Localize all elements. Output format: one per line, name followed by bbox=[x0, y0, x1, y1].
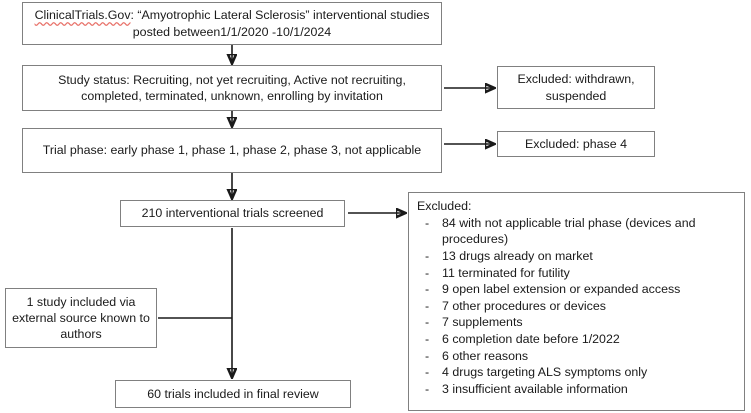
list-item: 7 supplements bbox=[417, 314, 736, 330]
node-external-source-study: 1 study included via external source kno… bbox=[5, 288, 157, 348]
source-name-text: ClinicalTrials.Gov bbox=[34, 8, 131, 23]
list-item: 9 open label extension or expanded acces… bbox=[417, 281, 736, 297]
node-trial-phase: Trial phase: early phase 1, phase 1, pha… bbox=[22, 128, 442, 173]
node-source-database: ClinicalTrials.Gov: “Amyotrophic Lateral… bbox=[22, 2, 442, 45]
node-excluded-reasons-list: Excluded: 84 with not applicable trial p… bbox=[408, 192, 745, 411]
list-item: 3 insufficient available information bbox=[417, 381, 736, 397]
list-item: 11 terminated for futility bbox=[417, 265, 736, 281]
node-trials-screened-label: 210 interventional trials screened bbox=[141, 206, 324, 221]
list-item: 13 drugs already on market bbox=[417, 248, 736, 264]
list-item: 7 other procedures or devices bbox=[417, 298, 736, 314]
excluded-reasons-items: 84 with not applicable trial phase (devi… bbox=[417, 215, 736, 397]
node-trials-screened: 210 interventional trials screened bbox=[120, 200, 345, 227]
node-study-status: Study status: Recruiting, not yet recrui… bbox=[22, 65, 442, 111]
node-excluded-phase-label: Excluded: phase 4 bbox=[525, 136, 627, 151]
node-external-source-study-label: 1 study included via external source kno… bbox=[12, 294, 150, 342]
excluded-list-title: Excluded: bbox=[417, 199, 472, 213]
node-trial-phase-label: Trial phase: early phase 1, phase 1, pha… bbox=[42, 143, 422, 158]
node-study-status-label: Study status: Recruiting, not yet recrui… bbox=[58, 72, 406, 103]
source-detail-text: : “Amyotrophic Lateral Sclerosis” interv… bbox=[130, 8, 430, 39]
list-item: 6 completion date before 1/2022 bbox=[417, 331, 736, 347]
list-item: 4 drugs targeting ALS symptoms only bbox=[417, 364, 736, 380]
node-excluded-status-label: Excluded: withdrawn, suspended bbox=[517, 72, 635, 103]
list-item: 84 with not applicable trial phase (devi… bbox=[417, 215, 736, 247]
list-item: 6 other reasons bbox=[417, 348, 736, 364]
node-excluded-status: Excluded: withdrawn, suspended bbox=[497, 66, 655, 109]
node-final-review-trials-label: 60 trials included in final review bbox=[147, 386, 319, 401]
node-final-review-trials: 60 trials included in final review bbox=[115, 380, 351, 408]
node-excluded-phase: Excluded: phase 4 bbox=[497, 131, 655, 157]
